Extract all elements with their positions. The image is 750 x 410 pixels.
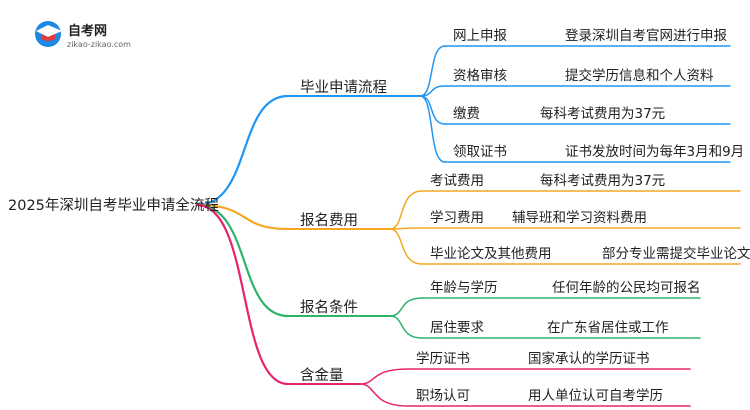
leaf-connector	[419, 95, 446, 125]
branch-label: 毕业申请流程	[300, 79, 387, 96]
leaf-value: 在广东省居住或工作	[547, 320, 669, 336]
branch-label: 报名费用	[300, 212, 358, 229]
leaf-connector	[419, 95, 446, 163]
leaf-key: 网上申报	[453, 28, 507, 44]
leaf-connector	[359, 383, 409, 407]
leaf-key: 领取证书	[453, 144, 507, 160]
logo-url: zikao-zikao.com	[67, 40, 131, 49]
branch-connector	[195, 203, 290, 231]
leaf-key: 职场认可	[416, 388, 470, 404]
leaf-key: 考试费用	[430, 173, 484, 189]
leaf-key: 毕业论文及其他费用	[430, 246, 552, 262]
leaf-key: 学历证书	[416, 351, 470, 367]
mindmap-nodes: 2025年深圳自考毕业申请全流程 毕业申请流程 网上申报 登录深圳自考官网进行申报资…	[8, 28, 750, 404]
leaf-key: 居住要求	[430, 320, 484, 336]
leaf-value: 登录深圳自考官网进行申报	[565, 28, 727, 44]
leaf-key: 年龄与学历	[430, 280, 498, 296]
leaf-key: 缴费	[453, 106, 480, 122]
branch-connector	[195, 94, 290, 207]
leaf-value: 辅导班和学习资料费用	[512, 210, 647, 226]
site-logo: 自考网 zikao-zikao.com	[35, 21, 131, 49]
leaf-connector	[359, 368, 409, 385]
leaf-connector	[389, 190, 423, 230]
leaf-connector	[389, 297, 423, 317]
connector-lines	[195, 45, 741, 407]
leaf-value: 每科考试费用为37元	[540, 106, 665, 122]
root-topic: 2025年深圳自考毕业申请全流程	[8, 196, 219, 214]
branch-label: 含金量	[300, 367, 344, 384]
branch-connector	[195, 203, 290, 386]
leaf-connector	[389, 315, 423, 339]
leaf-key: 学习费用	[430, 210, 484, 226]
graduation-cap-icon	[35, 21, 62, 47]
leaf-value: 部分专业需提交毕业论文	[602, 245, 750, 262]
leaf-value: 提交学历信息和个人资料	[565, 67, 714, 84]
leaf-value: 任何年龄的公民均可报名	[552, 280, 701, 296]
branch-connector	[195, 203, 290, 318]
leaf-value: 每科考试费用为37元	[540, 173, 665, 189]
branch-label: 报名条件	[300, 299, 358, 316]
leaf-connector	[419, 45, 446, 97]
leaf-value: 用人单位认可自考学历	[528, 388, 663, 404]
leaf-value: 证书发放时间为每年3月和9月	[565, 144, 744, 160]
logo-name: 自考网	[68, 23, 107, 39]
leaf-key: 资格审核	[453, 68, 507, 84]
leaf-value: 国家承认的学历证书	[528, 350, 650, 367]
leaf-connector	[389, 228, 423, 265]
